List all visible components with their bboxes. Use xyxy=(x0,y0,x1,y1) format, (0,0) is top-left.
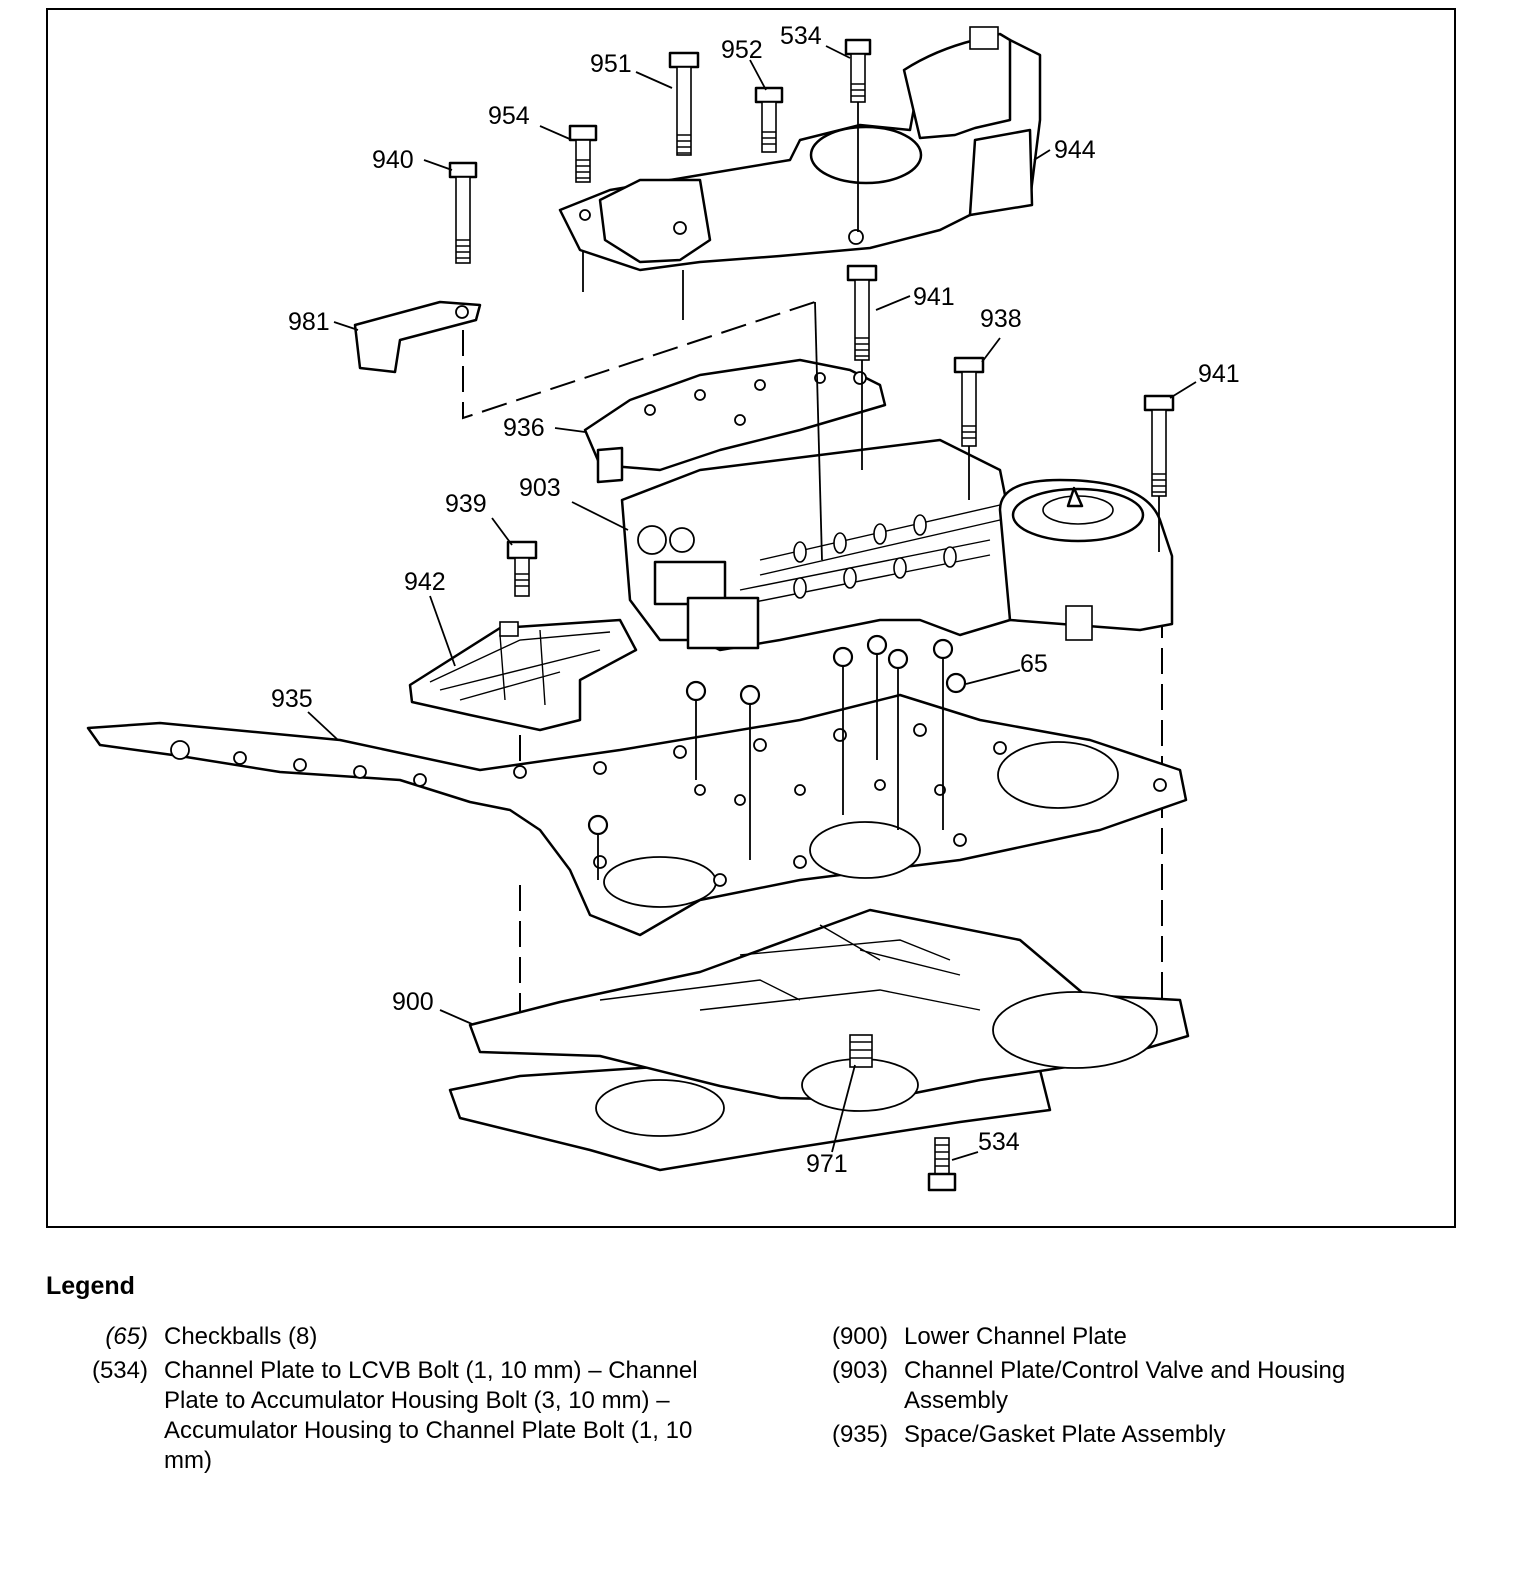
bolt-954 xyxy=(568,124,598,183)
leader-lines xyxy=(307,45,1197,1161)
bracket xyxy=(353,300,482,374)
legend-item-number: (534) xyxy=(91,1357,148,1384)
legend-item: (903) Channel Plate/Control Valve and Ho… xyxy=(810,1356,1450,1416)
legend-item-description: Checkballs (8) xyxy=(164,1323,318,1350)
legend-right-column: (900) Lower Channel Plate (903) Channel … xyxy=(810,1322,1450,1454)
checkballs xyxy=(587,634,967,880)
callout-981: 981 xyxy=(288,308,330,336)
callout-952: 952 xyxy=(721,36,763,64)
control-valve-body xyxy=(620,438,1174,652)
lower-channel-plate xyxy=(448,908,1190,1172)
bolts xyxy=(448,38,1175,1192)
legend-left-column: (65) Checkballs (8) (534) Channel Plate … xyxy=(70,1322,710,1480)
bolt-534-bottom xyxy=(927,1137,957,1192)
callout-941-left: 941 xyxy=(913,283,955,311)
callout-942: 942 xyxy=(404,568,446,596)
bolt-941-right xyxy=(1143,394,1175,552)
bolt-938 xyxy=(953,356,985,500)
spacer-gasket-plate xyxy=(86,693,1188,937)
accumulator-housing xyxy=(558,26,1042,320)
bolt-951 xyxy=(668,51,700,156)
callout-534-top: 534 xyxy=(780,22,822,50)
callout-900: 900 xyxy=(392,988,434,1016)
legend-item-number: (903) xyxy=(831,1357,888,1384)
legend-item: (65) Checkballs (8) xyxy=(70,1322,710,1352)
gasket-holes xyxy=(170,723,1167,887)
callout-951: 951 xyxy=(590,50,632,78)
spacer-plate xyxy=(583,358,887,484)
valve-spools xyxy=(739,504,1001,606)
callout-936: 936 xyxy=(503,414,545,442)
bolt-940 xyxy=(448,161,478,264)
callout-935: 935 xyxy=(271,685,313,713)
legend-item: (935) Space/Gasket Plate Assembly xyxy=(810,1420,1450,1450)
legend-item-description: Space/Gasket Plate Assembly xyxy=(904,1421,1226,1448)
callout-labels: 951 952 534 954 940 944 981 941 938 941 … xyxy=(271,22,1240,1178)
callout-939: 939 xyxy=(445,490,487,518)
callout-944: 944 xyxy=(1054,136,1096,164)
legend-item-number: (65) xyxy=(105,1323,148,1350)
bolt-939 xyxy=(506,540,538,597)
callout-903: 903 xyxy=(519,474,561,502)
callout-941-right: 941 xyxy=(1198,360,1240,388)
bolt-941-left xyxy=(814,264,878,561)
callout-954: 954 xyxy=(488,102,530,130)
callout-938: 938 xyxy=(980,305,1022,333)
filter-assembly xyxy=(408,618,638,732)
bolt-952 xyxy=(754,86,784,153)
legend-item-description: Lower Channel Plate xyxy=(904,1323,1127,1350)
legend-item-number: (900) xyxy=(831,1323,888,1350)
callout-940: 940 xyxy=(372,146,414,174)
bolt-534-top xyxy=(844,38,872,232)
callout-534-bottom: 534 xyxy=(978,1128,1020,1156)
legend-item-description: Channel Plate/Control Valve and Housing … xyxy=(904,1357,1346,1414)
callout-65: 65 xyxy=(1020,650,1048,678)
callout-971: 971 xyxy=(806,1150,848,1178)
legend-item-description: Channel Plate to LCVB Bolt (1, 10 mm) – … xyxy=(164,1357,698,1474)
diagram-frame xyxy=(46,8,1456,1228)
legend-item-number: (935) xyxy=(831,1421,888,1448)
legend-title: Legend xyxy=(46,1272,135,1300)
legend-item: (900) Lower Channel Plate xyxy=(810,1322,1450,1352)
legend-item: (534) Channel Plate to LCVB Bolt (1, 10 … xyxy=(70,1356,710,1476)
exploded-view-diagram: 951 952 534 954 940 944 981 941 938 941 … xyxy=(86,22,1240,1192)
